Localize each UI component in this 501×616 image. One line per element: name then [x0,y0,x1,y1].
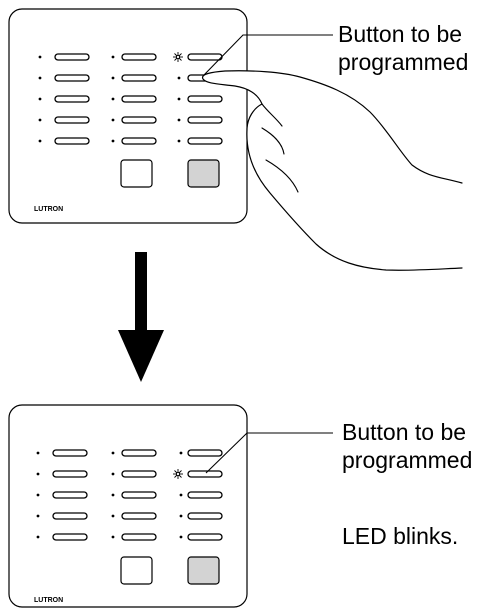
thumb-outline [261,103,299,193]
lower-button-left[interactable] [120,159,153,188]
led-indicator [38,118,42,122]
keypad-button[interactable] [121,74,157,82]
led-indicator [38,139,42,143]
lower-button-right[interactable] [187,159,220,188]
led-indicator [177,118,181,122]
keypad-button[interactable] [187,533,223,541]
keypad-button[interactable] [54,95,90,103]
lutron-logo: LUTRON [34,597,63,604]
led-indicator [111,97,115,101]
led-indicator [111,139,115,143]
keypad-buttons-column-3 [173,449,223,541]
callout-step2: Button to be programmed [342,418,472,474]
keypad-button[interactable] [187,53,223,61]
led-indicator [177,76,181,80]
keypad-buttons-column-1 [38,53,90,145]
keypad-button[interactable] [121,491,157,499]
led-indicator [36,514,40,518]
led-indicator [111,535,115,539]
led-indicator [36,451,40,455]
callout-leader-line [205,432,333,474]
keypad-faceplate [8,8,248,224]
callout-line-1: Button to be [338,21,463,47]
keypad-button[interactable] [54,53,90,61]
led-indicator [38,76,42,80]
keypad-button[interactable] [121,449,157,457]
keypad-button[interactable] [187,95,223,103]
keypad-button[interactable] [54,74,90,82]
keypad-buttons-column-2 [111,53,157,145]
keypad-buttons-column-2 [111,449,157,541]
led-indicator [36,493,40,497]
keypad-button[interactable] [52,491,88,499]
lutron-logo: LUTRON [34,206,63,213]
callout-line-1: Button to be [342,419,467,445]
keypad-button[interactable] [52,470,88,478]
keypad-button[interactable] [121,53,157,61]
hand-illustration [201,70,463,271]
led-indicator [111,451,115,455]
led-indicator [111,76,115,80]
led-indicator [111,472,115,476]
led-blinking-icon [173,469,183,479]
keypad-button[interactable] [52,449,88,457]
keypad-step2: LUTRON [8,404,333,608]
keypad-button[interactable] [52,533,88,541]
keypad-button[interactable] [187,449,223,457]
led-indicator [111,118,115,122]
keypad-button[interactable] [187,137,223,145]
led-indicator [36,535,40,539]
keypad-buttons-column-1 [36,449,88,541]
led-indicator [179,535,183,539]
keypad-button[interactable] [121,533,157,541]
led-indicator [36,472,40,476]
led-indicator [111,493,115,497]
led-indicator [38,97,42,101]
callout-step1: Button to be programmed [338,20,468,76]
keypad-button[interactable] [121,512,157,520]
keypad-step1: LUTRON [8,8,463,271]
led-indicator [179,451,183,455]
keypad-button[interactable] [187,491,223,499]
lower-button-left[interactable] [120,556,153,585]
keypad-button[interactable] [54,137,90,145]
keypad-button[interactable] [187,512,223,520]
led-lit-icon [173,52,183,62]
keypad-button[interactable] [54,116,90,124]
led-blinks-note: LED blinks. [342,523,459,549]
led-indicator [111,514,115,518]
led-indicator [179,514,183,518]
led-indicator [179,493,183,497]
callout-line-2: programmed [338,49,469,75]
keypad-button[interactable] [121,470,157,478]
keypad-buttons-column-3 [173,52,223,145]
down-arrow-icon [118,252,164,382]
lower-button-right[interactable] [187,556,220,585]
callout-line-2: programmed [342,447,473,473]
keypad-button[interactable] [52,512,88,520]
led-indicator [177,139,181,143]
led-indicator [38,55,42,59]
led-indicator [177,97,181,101]
keypad-button[interactable] [187,116,223,124]
led-indicator [111,55,115,59]
callout-leader-line [202,34,333,77]
keypad-button[interactable] [121,95,157,103]
programmed-button[interactable] [187,470,223,478]
keypad-button[interactable] [121,137,157,145]
keypad-button[interactable] [121,116,157,124]
